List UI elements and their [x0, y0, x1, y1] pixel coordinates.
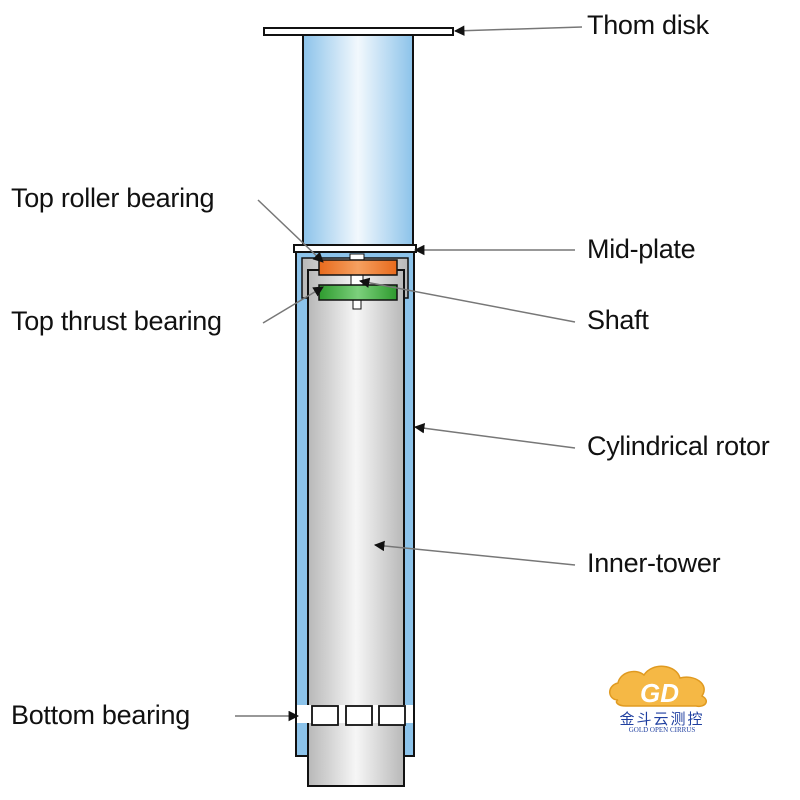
- leader-top-thrust-bearing: [262, 286, 324, 324]
- leader-top-roller-bearing: [257, 199, 324, 263]
- label-thom-disk: Thom disk: [587, 10, 709, 40]
- shaft-bottom: [352, 299, 362, 310]
- label-top-thrust-bearing: Top thrust bearing: [11, 306, 222, 336]
- label-cylindrical-rotor: Cylindrical rotor: [587, 431, 770, 461]
- leader-cylindrical-rotor: [413, 423, 576, 449]
- label-top-roller-bearing: Top roller bearing: [11, 183, 215, 213]
- leader-thom-disk: [453, 25, 583, 36]
- bottom-bearing-roller-2: [345, 705, 373, 726]
- bottom-bearing-roller-1: [311, 705, 339, 726]
- upper-rotor: [302, 33, 414, 246]
- thom-disk: [263, 27, 454, 36]
- shaft: [350, 274, 364, 286]
- top-thrust-bearing: [318, 284, 398, 301]
- leader-inner-tower: [373, 540, 576, 566]
- label-inner-tower: Inner-tower: [587, 548, 721, 578]
- logo-gd-text: GD: [640, 678, 679, 708]
- label-mid-plate: Mid-plate: [587, 234, 696, 264]
- watermark-english: GOLD OPEN CIRRUS: [628, 726, 696, 734]
- leader-shaft: [358, 277, 576, 323]
- label-bottom-bearing: Bottom bearing: [11, 700, 190, 730]
- top-roller-bearing: [318, 259, 398, 276]
- watermark-logo: GD: [609, 665, 707, 708]
- watermark: 金斗云测控 GOLD OPEN CIRRUS: [606, 664, 718, 740]
- watermark-chinese: 金斗云测控: [619, 710, 705, 728]
- bottom-bearing-roller-3: [378, 705, 406, 726]
- label-shaft: Shaft: [587, 305, 649, 335]
